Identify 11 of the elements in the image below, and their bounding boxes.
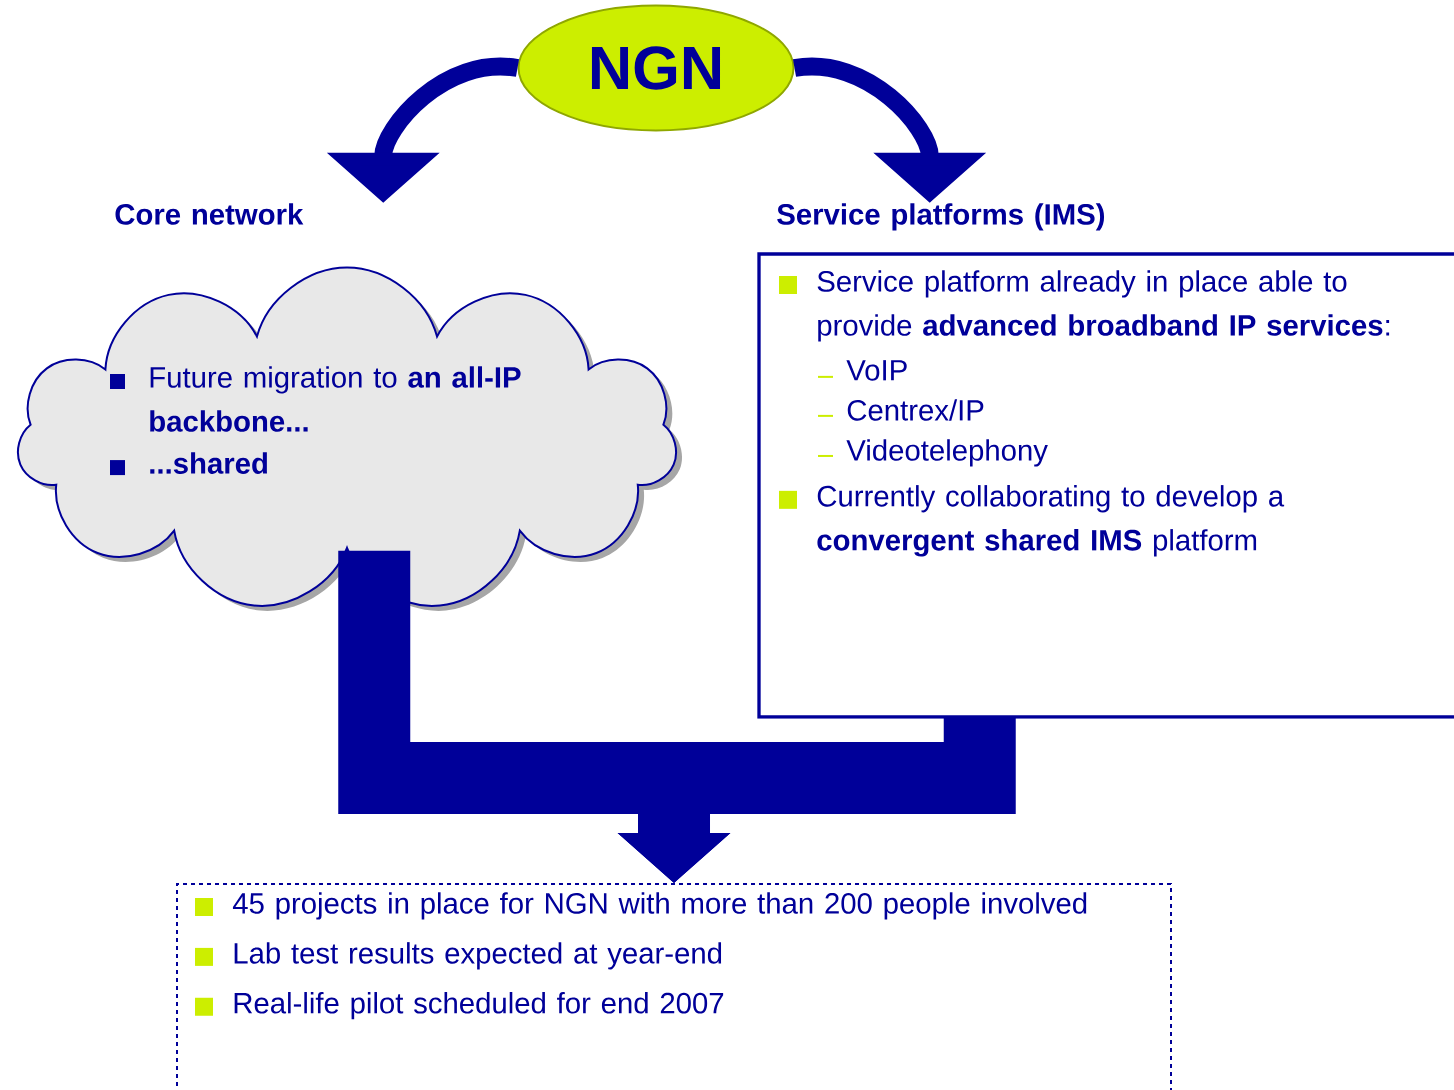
heading: Core network [115,203,304,225]
bullet-text: VoIP [846,360,907,381]
ellipse-node: NGN [517,4,795,132]
bullet-text: Centrex/IP [847,399,984,421]
bullet-text: Lab test results expected at year-end [234,942,722,970]
bullet-text: Service platform already in place able to provide advanced broadband IP services: [817,270,1390,342]
bullet-text: Videotelephony [846,439,1048,467]
heading: Service platforms (IMS) [777,203,1105,231]
bullet-text: 45 projects in place for NGN with more than 200 people involved [232,892,1087,920]
bullet-text: Real-life pilot scheduled for end 2007 [234,992,724,1020]
bullet-text: Currently collaborating to develop a convergent shared IMS platform [817,485,1285,557]
